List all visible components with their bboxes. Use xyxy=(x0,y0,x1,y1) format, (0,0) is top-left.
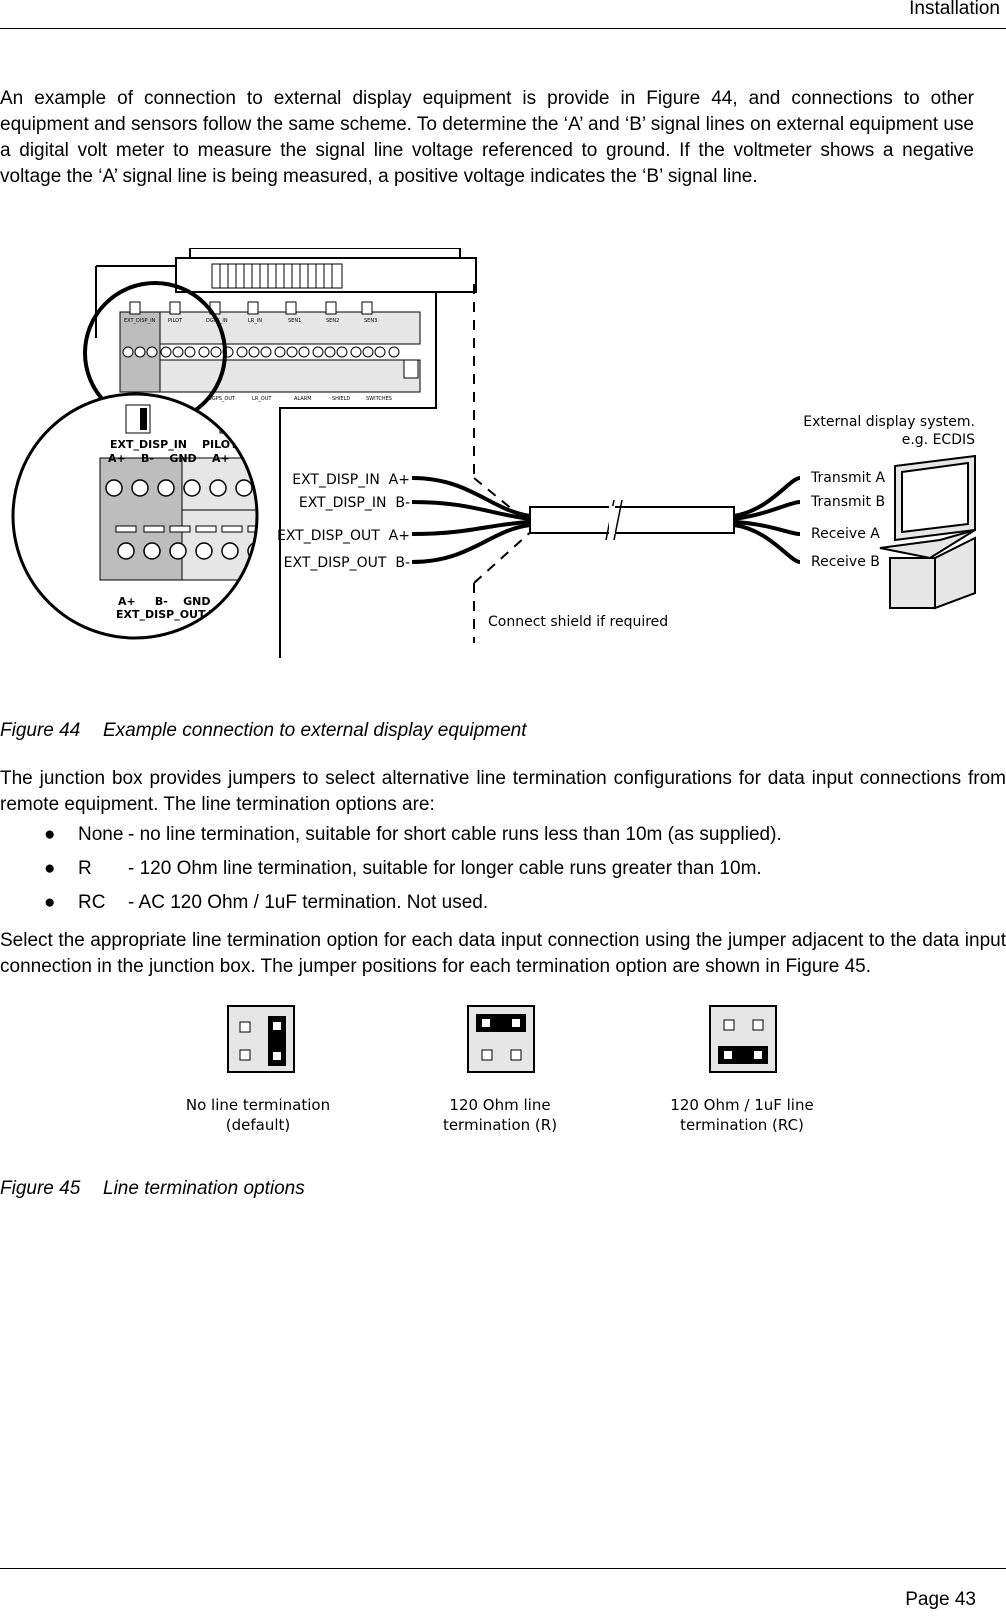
board-label: PILOT xyxy=(168,318,183,324)
label-ext-disp-out-a: EXT_DISP_OUT A+ xyxy=(277,528,410,544)
figure-number: Figure 45 xyxy=(0,1178,81,1199)
zoom-label-out: EXT_DISP_OUT xyxy=(116,608,206,621)
zoom-label-in: EXT_DISP_IN xyxy=(110,438,187,451)
jumper-paragraph: The junction box provides jumpers to sel… xyxy=(0,768,1006,815)
jumper-none xyxy=(227,1005,295,1073)
option-label: (default) xyxy=(226,1116,290,1134)
cable xyxy=(411,476,801,564)
label-receive-b: Receive B xyxy=(811,554,880,570)
page-header: Installation xyxy=(0,0,1006,29)
page-number: Page 43 xyxy=(905,1589,976,1610)
zoom-top-terms: A+ B- GND A+ B- GN xyxy=(108,452,295,465)
figure-45-caption: Figure 45 Line termination options xyxy=(0,1178,305,1200)
figure-title: Line termination options xyxy=(103,1178,305,1199)
label-transmit-b: Transmit B xyxy=(810,494,885,510)
label-transmit-a: Transmit A xyxy=(810,470,885,486)
select-paragraph: Select the appropriate line termination … xyxy=(0,930,1006,977)
board-label: SWITCHES xyxy=(366,396,392,402)
board-label: LR_OUT xyxy=(252,396,272,402)
intro-paragraph: An example of connection to external dis… xyxy=(0,88,974,187)
list-item: ●R- 120 Ohm line termination, suitable f… xyxy=(44,858,762,879)
option-label: 120 Ohm / 1uF line xyxy=(670,1096,813,1114)
figure-45-diagram: No line termination (default) 120 Ohm li… xyxy=(186,1005,814,1134)
termination-options-list: ●None- no line termination, suitable for… xyxy=(44,824,782,926)
figure-44-caption: Figure 44 Example connection to external … xyxy=(0,720,527,742)
ext-system-label: External display system. xyxy=(803,414,975,430)
board-label: SEN1 xyxy=(288,318,301,324)
option-label: 120 Ohm line xyxy=(449,1096,550,1114)
terminal-block: EXT_DISP_IN PILOT DGPS_IN LR_IN SEN1 SEN… xyxy=(119,301,421,402)
figure-title: Example connection to external display e… xyxy=(103,720,527,741)
list-item: ●RC- AC 120 Ohm / 1uF termination. Not u… xyxy=(44,892,489,913)
label-ext-disp-in-a: EXT_DISP_IN A+ xyxy=(292,472,410,488)
board-label: EXT_DISP_IN xyxy=(124,318,156,324)
board-label: SHIELD xyxy=(332,396,350,402)
label-ext-disp-out-b: EXT_DISP_OUT B- xyxy=(284,555,410,571)
zoom-bottom-terms: A+ B- GND A+ B- xyxy=(118,595,276,608)
figure-number: Figure 44 xyxy=(0,720,81,741)
board-label: SEN2 xyxy=(326,318,339,324)
board-label: SEN3 xyxy=(364,318,377,324)
shield-note: Connect shield if required xyxy=(488,614,668,630)
figure-44-diagram: EXT_DISP_IN PILOT DGPS_IN LR_IN SEN1 SEN… xyxy=(11,248,976,658)
option-label: termination (RC) xyxy=(680,1116,804,1134)
jumper-r xyxy=(467,1005,535,1073)
board-label: ALARM xyxy=(294,396,312,402)
option-label: No line termination xyxy=(186,1096,330,1114)
board-label: DGPS_OUT xyxy=(208,396,236,402)
board-label: LR_IN xyxy=(248,318,262,324)
top-connector xyxy=(175,248,477,293)
ecdis-console-icon xyxy=(879,454,976,610)
shield-boundary xyxy=(473,284,536,643)
section-title: Installation xyxy=(909,0,1000,19)
label-receive-a: Receive A xyxy=(811,526,880,542)
list-item: ●None- no line termination, suitable for… xyxy=(44,824,782,845)
ext-system-eg: e.g. ECDIS xyxy=(902,432,975,448)
label-ext-disp-in-b: EXT_DISP_IN B- xyxy=(299,495,410,511)
jumper-rc xyxy=(709,1005,777,1073)
option-label: termination (R) xyxy=(443,1116,557,1134)
page-footer: Page 43 xyxy=(0,1568,1006,1610)
zoom-lens: EXT_DISP_IN PILOT_IN A+ B- GND A+ B- GN … xyxy=(11,392,295,640)
